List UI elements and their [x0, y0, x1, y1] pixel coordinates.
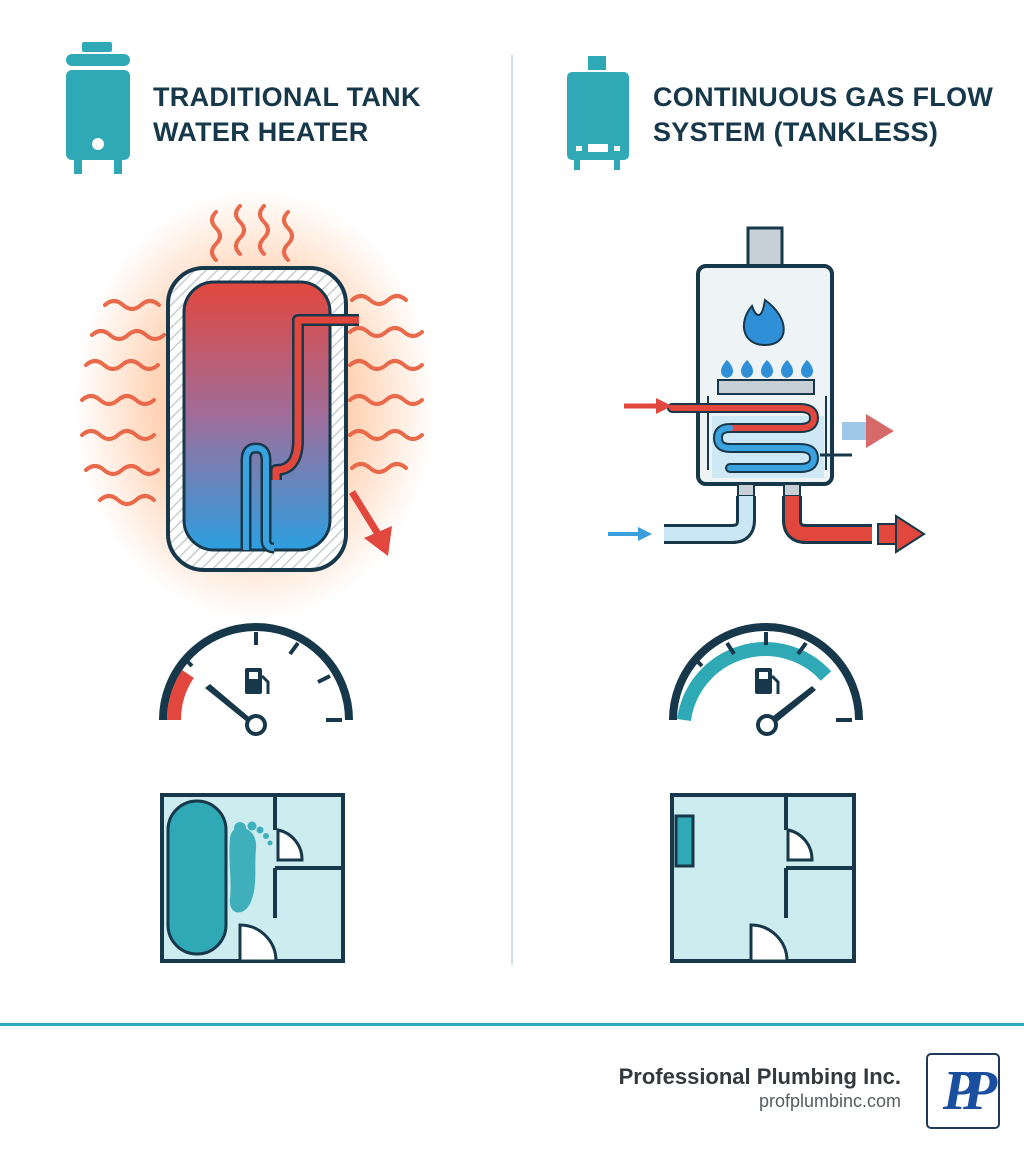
company-logo-icon [926, 1053, 1000, 1129]
footprint-icon [229, 821, 273, 913]
company-name: Professional Plumbing Inc. [618, 1064, 901, 1089]
company-url[interactable]: profplumbinc.com [758, 1091, 901, 1111]
heat-waves-right [348, 294, 424, 474]
left-floor-plan [160, 793, 345, 963]
heat-waves-top [210, 204, 294, 262]
company-logo-letters: PP [942, 1060, 997, 1122]
left-panel-title: TRADITIONAL TANK WATER HEATER [153, 82, 421, 147]
tankless-burner-illustration [608, 226, 926, 554]
heat-loss-tank-illustration [75, 190, 435, 620]
footer-rule [0, 1023, 1024, 1026]
right-floor-plan [670, 793, 856, 963]
right-fuel-pump-icon [755, 668, 780, 694]
column-divider [511, 55, 513, 965]
left-efficiency-gauge [159, 623, 353, 736]
left-fuel-pump-icon [245, 668, 270, 694]
tankless-heater-icon [567, 56, 629, 170]
comparison-illustrations [75, 190, 926, 963]
heat-loss-arrow [349, 490, 392, 556]
right-efficiency-gauge [669, 623, 863, 736]
tank-water-heater-icon [66, 42, 130, 174]
heat-waves-left [80, 299, 166, 506]
right-panel-title: CONTINUOUS GAS FLOW SYSTEM (TANKLESS) [653, 82, 994, 147]
outflow-arrow [842, 414, 894, 448]
